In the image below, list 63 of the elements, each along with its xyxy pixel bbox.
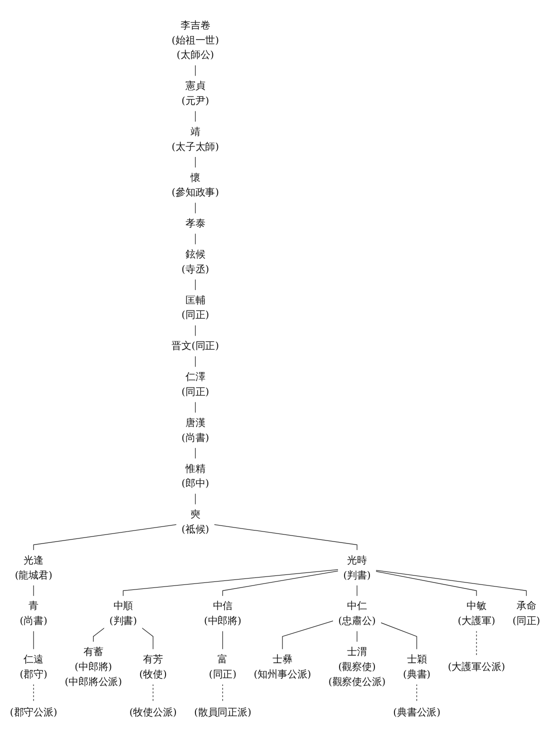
node-text: 士彝 (知州事公派)	[254, 653, 312, 680]
node-text: 晋文(同正)	[172, 340, 219, 352]
node-text: 承命 (同正)	[512, 600, 540, 627]
connector	[195, 324, 196, 336]
node-text: 士渭 (觀察使) (觀察使公派)	[328, 646, 386, 688]
connector	[476, 630, 477, 658]
node-text: 鉉候 (寺丞)	[182, 248, 210, 275]
connector	[195, 356, 196, 368]
connector	[375, 571, 477, 597]
node-text: 有芳 (牧使)	[139, 653, 167, 680]
connector	[214, 524, 358, 551]
connector	[356, 630, 358, 642]
connector	[380, 622, 418, 650]
node-text: 奭 (祗候)	[182, 508, 210, 535]
connector	[195, 233, 196, 245]
connector	[195, 402, 196, 414]
connector	[222, 630, 223, 650]
connector	[195, 493, 196, 505]
node-text: 靖 (太子太師)	[172, 126, 219, 152]
node-text: 孝泰	[185, 217, 206, 230]
connector	[282, 620, 334, 650]
connector	[195, 202, 196, 214]
connector	[33, 584, 34, 597]
connector	[195, 156, 196, 168]
connector	[195, 110, 196, 122]
connector	[93, 628, 105, 642]
connector	[122, 569, 339, 597]
node-text: 仁澤 (同正)	[182, 370, 210, 398]
node-text: 中仁 (忠肅公)	[338, 600, 376, 627]
node-text: 有蓄 (中郎將) (中郎將公派)	[64, 646, 122, 688]
connector	[33, 630, 34, 650]
node-text: 李吉卷 (始祖一世) (太師公)	[172, 19, 219, 61]
node-text: (郡守公派)	[10, 706, 58, 718]
node-text: 中敏 (大護軍)	[458, 600, 496, 627]
connector	[222, 570, 339, 597]
connector	[375, 570, 527, 597]
node-text: 中順 (判書)	[109, 600, 137, 627]
connector	[195, 64, 196, 76]
node-text: 懷 (參知政事)	[172, 172, 219, 198]
node-text: 光逢 (龍城君)	[14, 554, 52, 581]
connector	[33, 684, 34, 704]
node-text: 士穎 (典書)	[402, 653, 431, 680]
node-text: 中信 (中郎將)	[204, 600, 242, 627]
connector	[222, 684, 223, 704]
node-text: 唐漢 (尚書)	[182, 416, 210, 444]
node-text: 惟精 (郎中)	[182, 462, 210, 490]
connector	[152, 684, 154, 704]
node-text: 匡輔 (同正)	[182, 294, 210, 321]
node-text: 光時 (判書)	[343, 554, 371, 581]
node-text: (牧使公派)	[129, 706, 177, 718]
node-text: (典書公派)	[393, 706, 440, 718]
node-text: 富 (同正)	[208, 653, 236, 680]
node-text: 青 (尚書)	[20, 600, 48, 627]
node-text: 仁遠 (郡守)	[20, 653, 48, 680]
node-text: (散員同正派)	[194, 706, 252, 718]
connector	[195, 447, 196, 460]
connector	[33, 524, 177, 551]
connector	[416, 684, 418, 704]
connector	[142, 628, 154, 650]
node-text: 憲貞 (元尹)	[182, 80, 210, 106]
node-text: (大護軍公派)	[448, 660, 506, 672]
connector	[195, 278, 196, 291]
connector	[356, 584, 358, 597]
